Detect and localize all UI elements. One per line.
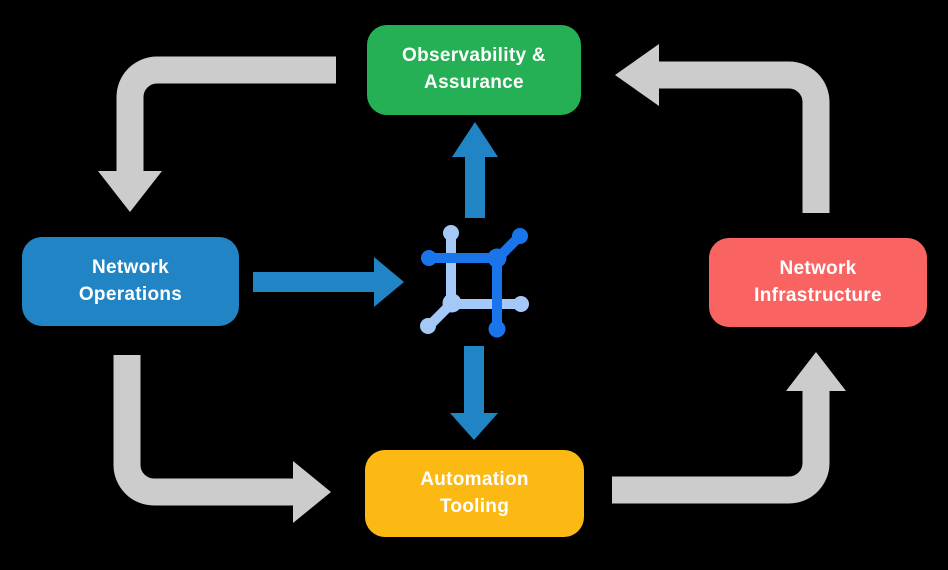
icon-bottom-node-dot xyxy=(488,320,506,338)
network-automation-icon xyxy=(420,225,529,338)
node-network-operations-label: Network Operations xyxy=(78,256,183,305)
node-observability-assurance: Observability & Assurance xyxy=(367,25,581,115)
node-automation-tooling-label: Automation Tooling xyxy=(420,468,529,517)
cycle-arrow-automation-to-infrastructure-shaft xyxy=(612,391,830,504)
center-arrow-operations-to-icon-head xyxy=(374,257,404,307)
center-arrow-icon-to-observability-head xyxy=(452,122,498,157)
cycle-arrow-infrastructure-to-observability-head xyxy=(615,44,659,106)
node-automation-tooling: Automation Tooling xyxy=(365,450,584,537)
node-network-operations: Network Operations xyxy=(22,237,239,326)
icon-right-node-dot xyxy=(513,296,529,312)
icon-northeast-node-dot xyxy=(512,228,528,244)
cycle-arrow-operations-to-automation-shaft xyxy=(113,355,293,506)
node-network-infrastructure-label: Network Infrastructure xyxy=(754,257,882,306)
icon-southwest-node-dot xyxy=(420,318,436,334)
cycle-arrow-infrastructure-to-observability-shaft xyxy=(659,61,830,213)
icon-top-right-corner-node xyxy=(487,248,507,268)
icon-top-node-dot xyxy=(443,225,459,241)
cycle-arrow-operations-to-automation-head xyxy=(293,461,331,523)
node-network-infrastructure: Network Infrastructure xyxy=(709,238,927,327)
node-observability-assurance-label: Observability & Assurance xyxy=(402,45,546,93)
cycle-arrow-observability-to-operations-head xyxy=(98,171,162,212)
cycle-arrow-observability-to-operations-shaft xyxy=(116,56,336,172)
icon-bottom-left-corner-node xyxy=(442,293,462,313)
cycle-arrow-automation-to-infrastructure-head xyxy=(786,352,846,391)
icon-left-node-dot xyxy=(421,250,437,266)
center-arrow-icon-to-automation-head xyxy=(450,413,498,440)
